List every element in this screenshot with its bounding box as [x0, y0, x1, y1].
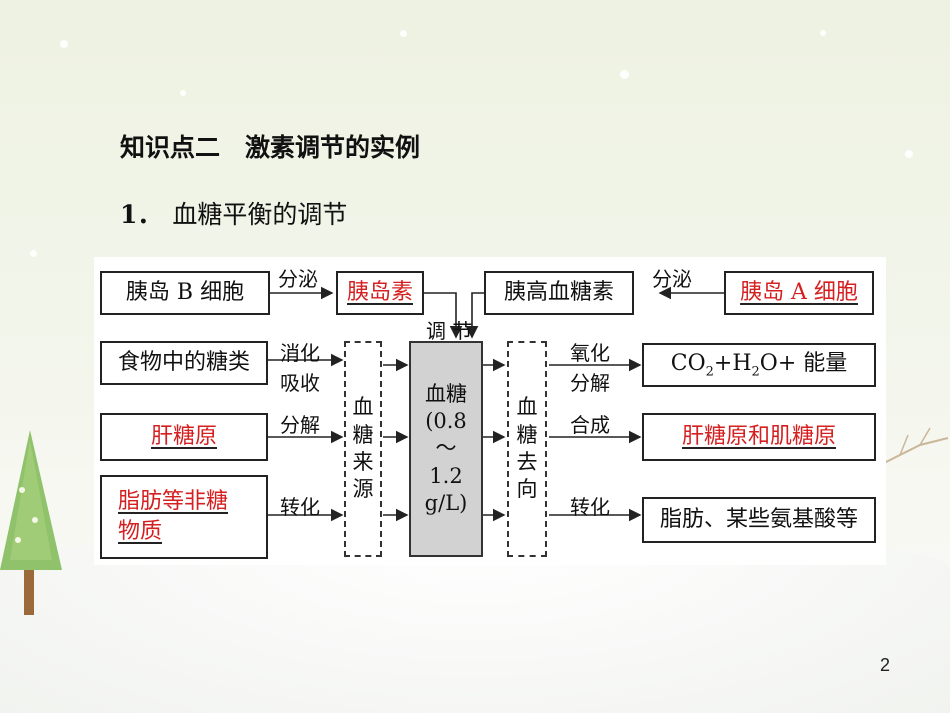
glycogen2-label: 肝糖原和肌糖原: [681, 423, 836, 449]
subtitle-text: 血糖平衡的调节: [172, 200, 348, 229]
center-line-1: 血糖: [425, 381, 467, 406]
food-box: 食物中的糖类: [100, 341, 268, 385]
snow-dot: [905, 150, 913, 158]
snow-dot: [820, 30, 826, 36]
a-cell-box: 胰岛 A 细胞: [724, 271, 874, 315]
energy-box: CO2+H2O+ 能量: [642, 343, 876, 387]
center-line-4: 1.2: [429, 463, 463, 488]
glycogen2-box: 肝糖原和肌糖原: [642, 413, 876, 461]
energy-sub-2: 2: [751, 363, 760, 379]
nonsugar-label-1: 脂肪等非糖: [118, 488, 229, 514]
nonsugar-box: 脂肪等非糖 物质: [100, 475, 268, 559]
snow-dot: [400, 30, 407, 37]
regulate-label: 调 节: [426, 319, 473, 343]
b-cell-box: 胰岛 B 细胞: [100, 271, 270, 315]
insulin-box: 胰岛素: [336, 271, 424, 315]
digest-label-1: 消化: [280, 341, 320, 365]
source-box: 血糖来源: [344, 341, 382, 557]
oxidize-label-1: 氧化: [570, 341, 610, 365]
page-number: 2: [880, 655, 891, 675]
synthesize-label: 合成: [570, 413, 610, 437]
digest-label-2: 吸收: [280, 371, 320, 395]
subtitle: 1． 血糖平衡的调节: [120, 195, 347, 231]
nonsugar-label-2: 物质: [118, 519, 163, 544]
section-title: 知识点二 激素调节的实例: [120, 133, 421, 162]
convert-left-label: 转化: [280, 495, 320, 519]
fat-label: 脂肪、某些氨基酸等: [659, 506, 858, 532]
secrete-left-label: 分泌: [278, 267, 318, 291]
glucagon-label: 胰高血糖素: [503, 279, 614, 305]
decompose-left-label: 分解: [280, 413, 320, 437]
fat-box: 脂肪、某些氨基酸等: [642, 497, 876, 543]
energy-prefix: CO: [670, 350, 706, 376]
diagram-arrows: [268, 286, 724, 522]
center-line-5: g/L): [424, 490, 468, 515]
convert-right-label: 转化: [570, 495, 610, 519]
oxidize-label-2: 分解: [570, 371, 610, 395]
food-label: 食物中的糖类: [117, 349, 250, 375]
glycogen-box: 肝糖原: [100, 413, 268, 461]
a-cell-label: 胰岛 A 细胞: [740, 279, 858, 305]
insulin-label: 胰岛素: [346, 279, 413, 305]
energy-mid: +H: [713, 350, 752, 376]
tree-icon: [0, 430, 62, 615]
blood-sugar-diagram: 胰岛 B 细胞 分泌 胰岛素 调 节 胰高血糖素 分泌 胰岛 A 细胞 食物中的…: [94, 257, 886, 565]
b-cell-label: 胰岛 B 细胞: [125, 279, 245, 305]
center-line-2: (0.8: [425, 409, 467, 434]
glycogen-label: 肝糖原: [150, 423, 217, 449]
snow-dot: [620, 70, 629, 79]
destination-label: 血糖去向: [516, 395, 538, 502]
destination-box: 血糖去向: [507, 341, 547, 557]
snow-dot: [180, 90, 186, 96]
energy-label: CO2+H2O+ 能量: [671, 351, 848, 380]
blood-sugar-box: 血糖 (0.8 ～ 1.2 g/L): [409, 341, 483, 557]
subtitle-number: 1．: [120, 200, 163, 229]
energy-suffix: O+ 能量: [759, 350, 848, 376]
snow-dot: [60, 40, 68, 48]
snow-dot: [30, 250, 37, 257]
secrete-right-label: 分泌: [652, 267, 692, 291]
source-label: 血糖来源: [352, 395, 374, 502]
center-line-3: ～: [435, 436, 457, 461]
energy-sub-1: 2: [705, 363, 714, 379]
glucagon-box: 胰高血糖素: [484, 271, 634, 315]
